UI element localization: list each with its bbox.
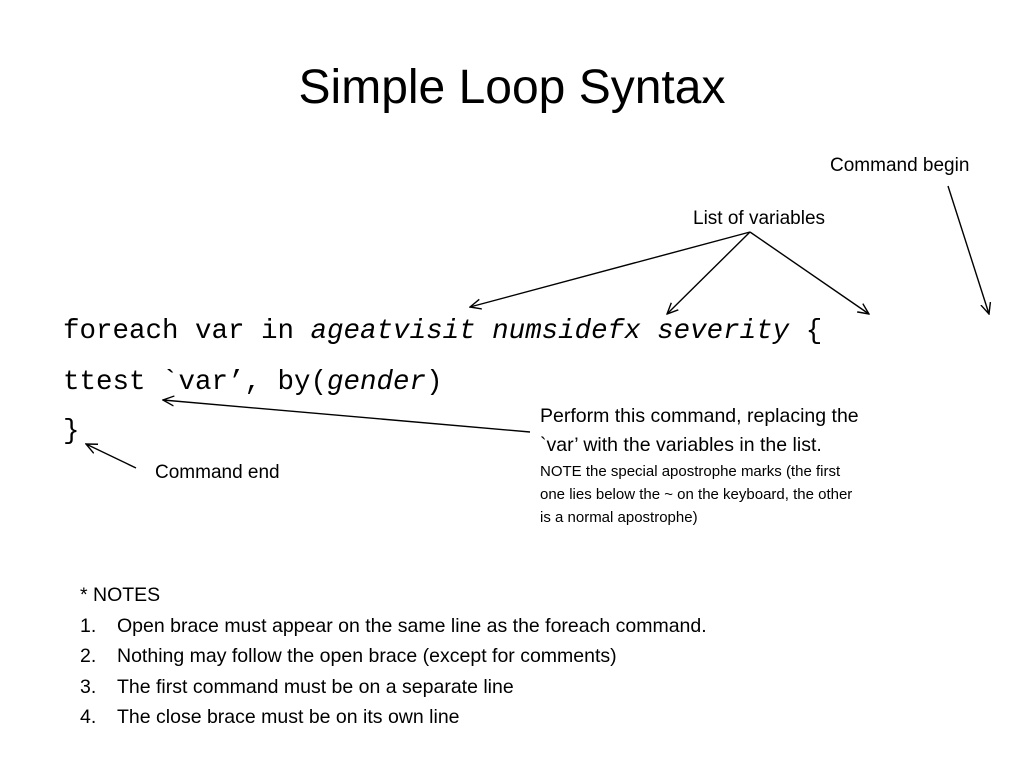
notes-list: 1. Open brace must appear on the same lin… <box>80 611 707 733</box>
arrow-var-severity <box>749 231 869 314</box>
list-text: The close brace must be on its own line <box>117 706 460 728</box>
list-item: 4. The close brace must be on its own lin… <box>80 702 707 733</box>
option-arg-gender: gender <box>327 367 427 398</box>
open-brace: { <box>805 316 823 347</box>
label-list-of-variables: List of variables <box>693 208 826 229</box>
perform-line-1: Perform this command, replacing the <box>540 405 859 427</box>
list-text: The first command must be on a separate … <box>117 675 514 698</box>
arrow-ttest-var <box>163 400 531 433</box>
list-text: Open brace must appear on the same line … <box>117 614 707 637</box>
list-text: Nothing may follow the open brace (excep… <box>117 645 617 667</box>
list-item: 3. The first command must be on a separat… <box>80 672 707 703</box>
perform-line-2: `var’ with the variables in the list. <box>540 434 822 456</box>
arrow-command-end <box>86 444 137 469</box>
notes-heading: * NOTES <box>80 584 161 606</box>
var-severity: severity <box>657 316 790 347</box>
code-line-close-brace: } <box>63 416 80 447</box>
note-line-3: is a normal apostrophe) <box>540 509 698 526</box>
var-ageatvisit: ageatvisit <box>310 316 476 347</box>
list-item: 1. Open brace must appear on the same lin… <box>80 611 707 642</box>
arrow-var-numsidefx <box>667 231 751 314</box>
close-paren: ) <box>426 367 443 398</box>
ttest-command: ttest `var’, by( <box>63 367 328 398</box>
slide-title: Simple Loop Syntax <box>298 61 726 114</box>
arrow-var-ageatvisit <box>470 231 751 307</box>
list-number: 1. <box>80 614 97 637</box>
notes-section: * NOTES 1. Open brace must appear on the … <box>80 580 707 733</box>
code-line-ttest: ttest `var’, by(gender) <box>63 369 443 397</box>
list-item: 2. Nothing may follow the open brace (exc… <box>80 641 707 672</box>
foreach-prefix: foreach var in <box>63 316 311 347</box>
code-line-foreach: foreach var in ageatvisit numsidefx seve… <box>63 318 822 346</box>
perform-command-note: Perform this command, replacing the `var… <box>540 402 950 529</box>
list-number: 4. <box>80 706 97 728</box>
var-numsidefx: numsidefx <box>492 316 641 347</box>
arrow-command-begin <box>947 185 989 314</box>
label-command-end: Command end <box>155 462 280 483</box>
list-number: 2. <box>80 645 97 667</box>
note-line-1: NOTE the special apostrophe marks (the f… <box>540 463 841 480</box>
list-number: 3. <box>80 675 97 698</box>
note-line-2: one lies below the ~ on the keyboard, th… <box>540 486 853 503</box>
label-command-begin: Command begin <box>830 155 970 176</box>
